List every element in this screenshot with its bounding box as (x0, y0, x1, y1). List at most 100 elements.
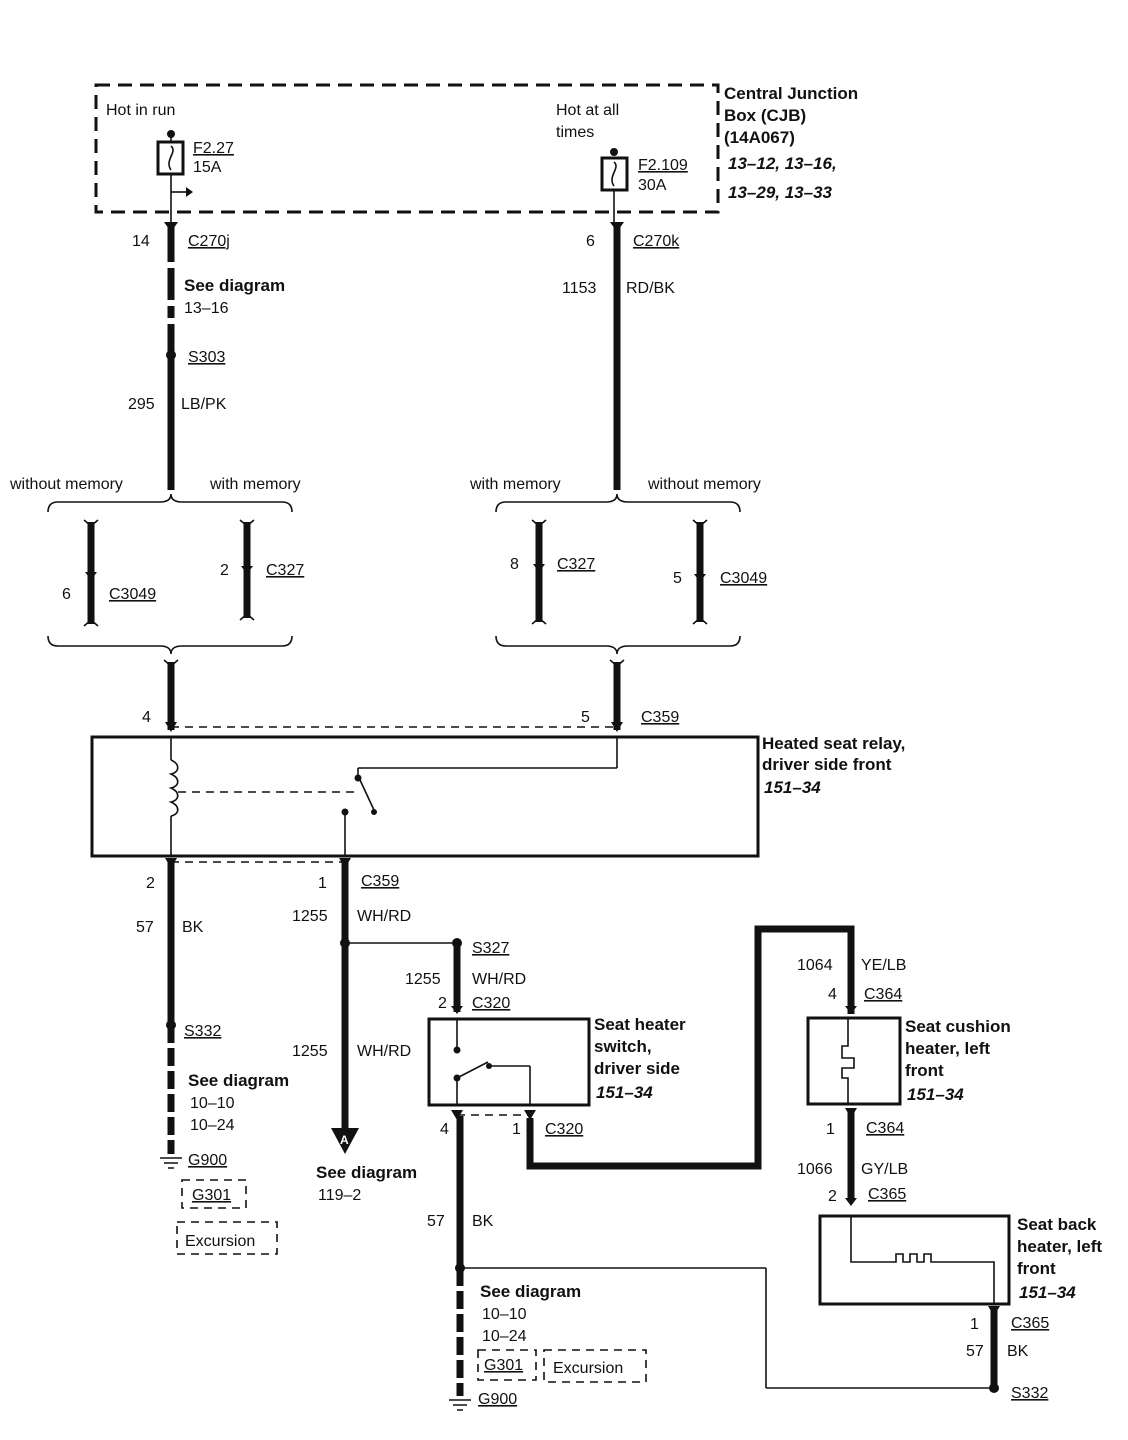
splice-s332-left-dot (166, 1020, 176, 1030)
s303-label: S303 (188, 349, 225, 366)
seat-cushion-heater: 1064 YE/LB 4 C364 Seat cushion heater, l… (797, 957, 1011, 1200)
back-ref: 151–34 (1019, 1283, 1076, 1302)
fuse-left-rating: 15A (193, 159, 222, 176)
right-option-b-conn: C3049 (720, 570, 767, 587)
back-conn-out: C365 (1011, 1315, 1049, 1332)
left-option-a-pin: 6 (62, 586, 71, 603)
fuse-f2-109: F2.109 30A (600, 148, 688, 222)
back-pin-in: 2 (828, 1188, 837, 1205)
switch-pin-b2: 1 (512, 1121, 521, 1138)
seat-heater-switch: 1255 WH/RD 2 C320 Seat heater switch, dr… (405, 943, 686, 1138)
right-option-a-conn: C327 (557, 556, 595, 573)
relay-feed-left-top (163, 659, 179, 668)
c270j-connector-mark (164, 222, 178, 232)
options-right: with memory without memory 8 C327 5 C304… (469, 476, 767, 655)
color-lb-pk: LB/PK (181, 396, 227, 413)
cushion-title-line-2: heater, left (905, 1039, 990, 1058)
cjb-title-line-3: (14A067) (724, 128, 795, 147)
cushion-conn-in: C364 (864, 986, 902, 1003)
output-circuit-lower: 1255 (292, 1043, 328, 1060)
back-title-line-1: Seat back (1017, 1215, 1097, 1234)
hot-at-all-times-line-1: Hot at all (556, 102, 619, 119)
cushion-pin-out: 1 (826, 1121, 835, 1138)
c270k-label: C270k (633, 233, 680, 250)
color-rd-bk: RD/BK (626, 280, 675, 297)
left-feed-pin: 14 (132, 233, 150, 250)
left-feed-break-2 (165, 300, 177, 306)
fuse-left-id: F2.27 (193, 140, 234, 157)
output-circuit-1255: A 1255 WH/RD 1255 WH/RD S327 See diagram… (292, 862, 509, 1204)
fuse-left-element (168, 145, 174, 171)
right-option-a-pin: 8 (510, 556, 519, 573)
splice-s303-dot (166, 350, 176, 360)
center-ground-color: BK (472, 1213, 494, 1230)
relay-title-line-1: Heated seat relay, (762, 734, 905, 753)
cushion-heater-element (841, 1018, 855, 1104)
center-excursion-label: Excursion (553, 1360, 623, 1377)
switch-color: WH/RD (472, 971, 526, 988)
cushion-color-in: YE/LB (861, 957, 906, 974)
fuse-right-terminal-dot (610, 148, 618, 156)
central-junction-box: Central Junction Box (CJB) (14A067) 13–1… (94, 83, 858, 214)
left-bottom-brace (47, 635, 293, 655)
relay-contact-arm-end (371, 809, 377, 815)
left-feed-break-1 (165, 262, 177, 268)
relay-pin-top-left: 4 (142, 709, 151, 726)
relay-contact-fixed (354, 774, 362, 782)
switch-conn-bot: C320 (545, 1121, 583, 1138)
center-ground-ref-1: 10–10 (482, 1306, 527, 1323)
left-option-a-conn: C3049 (109, 586, 156, 603)
cushion-box (806, 1016, 902, 1106)
cushion-title-line-3: front (905, 1061, 944, 1080)
hot-at-all-times-line-2: times (556, 124, 594, 141)
output-color-lower: WH/RD (357, 1043, 411, 1060)
left-excursion-label: Excursion (185, 1233, 255, 1250)
left-ground-see-diagram: See diagram (188, 1071, 289, 1090)
left-ground-circuit-num: 57 (136, 919, 154, 936)
back-circuit: 57 (966, 1343, 984, 1360)
left-feed-break-3 (165, 318, 177, 324)
cushion-title-line-1: Seat cushion (905, 1017, 1011, 1036)
cushion-ref: 151–34 (907, 1085, 964, 1104)
circuit-295: 295 (128, 396, 155, 413)
right-top-brace (495, 493, 741, 513)
c3049-left-mark (85, 572, 97, 580)
back-conn-in: C365 (868, 1186, 906, 1203)
right-option-a-ends (531, 519, 547, 625)
center-ground-ref-2: 10–24 (482, 1328, 527, 1345)
left-option-a-ends (83, 519, 99, 627)
cjb-title-line-2: Box (CJB) (724, 106, 806, 125)
fuse-f2-27: F2.27 15A (156, 130, 234, 222)
cjb-dashed-outline (94, 83, 720, 214)
back-color: BK (1007, 1343, 1029, 1360)
left-ground-ref-2: 10–24 (190, 1117, 235, 1134)
center-g301-label: G301 (484, 1357, 523, 1374)
left-with-memory: with memory (209, 476, 301, 493)
relay-ref: 151–34 (764, 778, 821, 797)
left-ground-symbol (160, 1157, 182, 1169)
cushion-circuit-out: 1066 (797, 1161, 833, 1178)
center-excursion-dashed-box (543, 1349, 647, 1383)
output-circuit-upper: 1255 (292, 908, 328, 925)
center-g301-dashed-box (477, 1349, 537, 1381)
switch-conn-top: C320 (472, 995, 510, 1012)
left-see-ref: 13–16 (184, 300, 229, 317)
fuse-left-arrow-head (186, 187, 193, 197)
cushion-pin-4-mark (845, 1006, 857, 1014)
switch-title-line-2: switch, (594, 1037, 652, 1056)
cjb-ref-line-1: 13–12, 13–16, (728, 154, 837, 173)
back-s332-label: S332 (1011, 1385, 1048, 1402)
left-without-memory: without memory (9, 476, 123, 493)
options-left: without memory with memory 6 C3049 2 C32… (9, 476, 304, 655)
left-excursion-dashed-box (176, 1221, 278, 1255)
relay-pin-bot-right: 1 (318, 875, 327, 892)
center-ground-see-diagram: See diagram (480, 1282, 581, 1301)
right-bottom-brace (495, 635, 741, 655)
left-ground-ref-1: 10–10 (190, 1095, 235, 1112)
switch-ref: 151–34 (596, 1083, 653, 1102)
c3049-right-mark (694, 574, 706, 582)
relay-pin-top-right: 5 (581, 709, 590, 726)
left-feed-circuit: 14 C270j See diagram 13–16 S303 295 LB/P… (128, 222, 285, 490)
right-option-b-ends (692, 519, 708, 625)
switch-internal-dot-top (453, 1046, 461, 1054)
